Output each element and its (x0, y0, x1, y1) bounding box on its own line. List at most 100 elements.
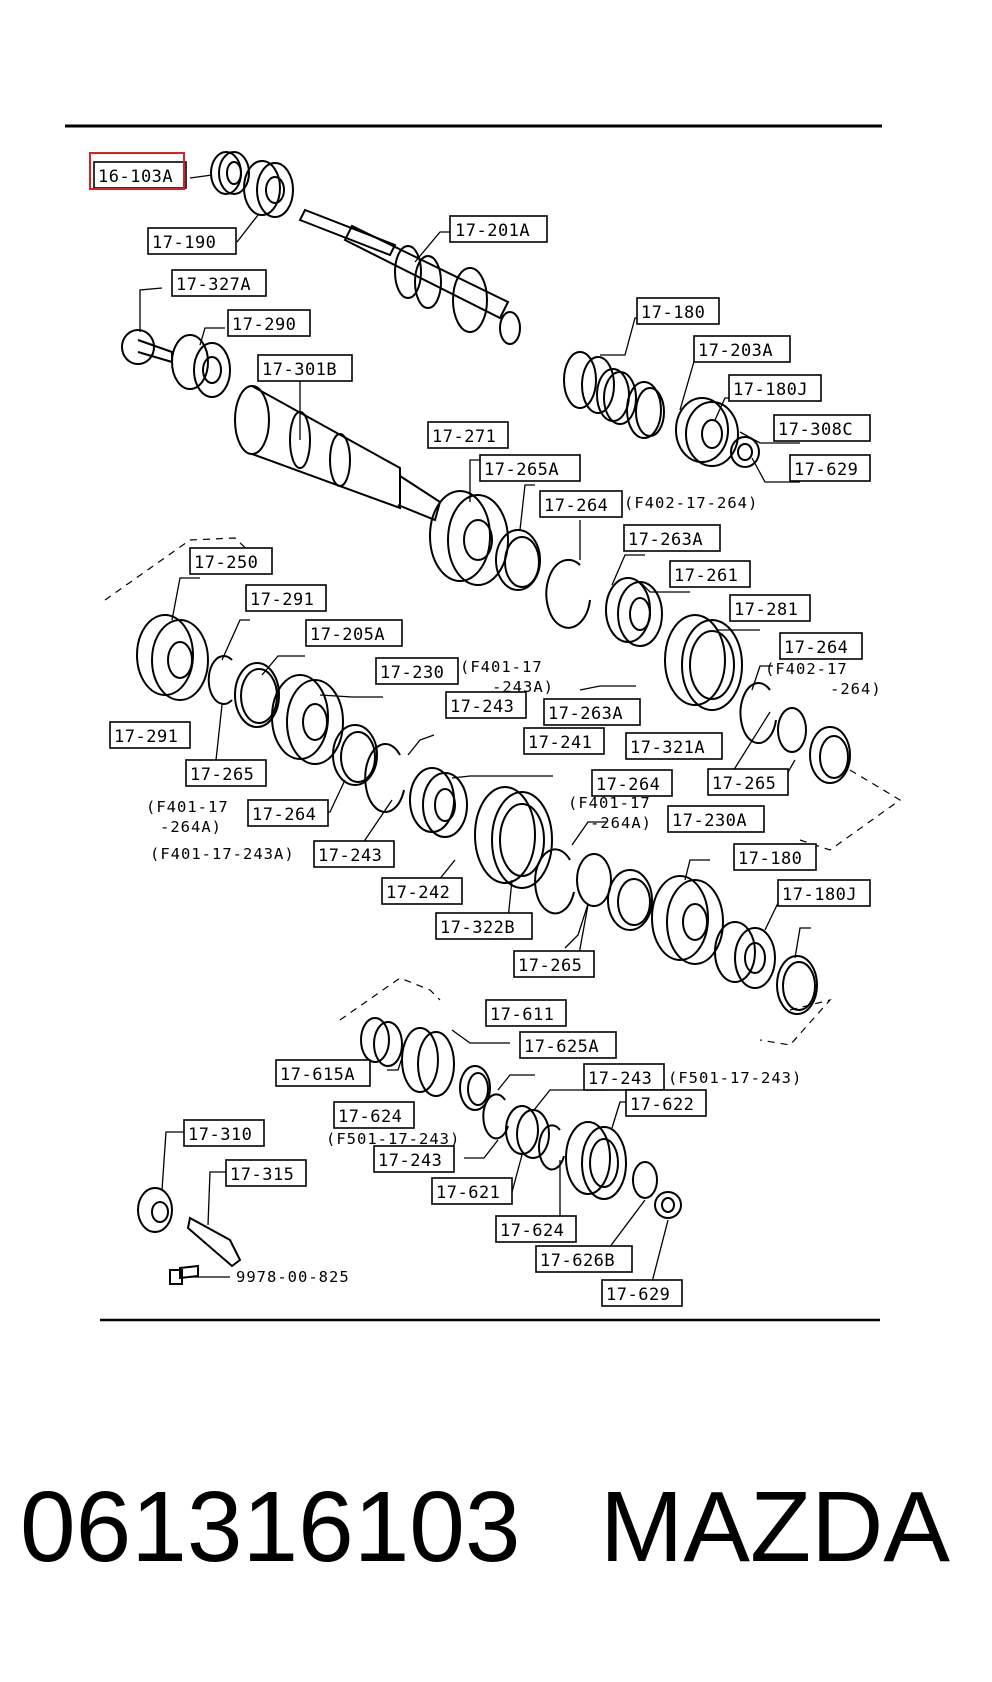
part-label-17-265-c: 17-265 (513, 950, 595, 978)
part-label-17-611: 17-611 (485, 999, 567, 1027)
label-17-321A: 17-321A (630, 738, 705, 758)
hub-17-621 (505, 1105, 550, 1159)
part-label-17-625A: 17-625A (519, 1031, 617, 1059)
bearing-17-180-bot (714, 921, 776, 989)
label-17-230A: 17-230A (672, 811, 747, 831)
note-f402-17-264-line1: (F402-17 (765, 660, 848, 678)
shaft-17-315 (186, 1216, 242, 1268)
part-label-17-230A: 17-230A (667, 805, 765, 833)
label-17-265-b: 17-265 (712, 774, 776, 794)
part-label-17-264-d: 17-264 (591, 769, 673, 797)
label-17-301B: 17-301B (262, 360, 337, 380)
label-17-327A: 17-327A (176, 275, 251, 295)
label-17-310: 17-310 (188, 1125, 252, 1145)
part-label-17-327A: 17-327A (171, 269, 267, 297)
label-17-250: 17-250 (194, 553, 258, 573)
part-label-17-281: 17-281 (729, 594, 811, 622)
label-17-322B: 17-322B (440, 918, 515, 938)
label-17-243-a: 17-243 (450, 697, 514, 717)
label-17-263A-top: 17-263A (628, 530, 703, 550)
synchro-ring-17-265-mid (607, 869, 653, 931)
snap-ring-17-291 (207, 655, 233, 705)
label-17-203A: 17-203A (698, 341, 773, 361)
label-17-271: 17-271 (432, 427, 496, 447)
synchro-ring-17-625A (459, 1065, 491, 1111)
highlight-box (89, 152, 185, 190)
label-17-611: 17-611 (490, 1005, 554, 1025)
snap-ring-17-180J-top (626, 381, 665, 439)
note-f401-17-264a-right-line1: (F401-17 (568, 794, 651, 812)
note-f401-17-243a: (F401-17-243A) (150, 845, 295, 863)
sleeve-17-622 (565, 1121, 627, 1200)
part-label-17-264-b: 17-264 (779, 632, 863, 660)
snap-ring-17-180J-bot (776, 955, 818, 1015)
bearing-17-290 (171, 334, 231, 398)
label-17-625A: 17-625A (524, 1037, 599, 1057)
part-label-17-621: 17-621 (431, 1177, 513, 1205)
bearing-race-16-103A (210, 151, 250, 195)
label-17-264-c: 17-264 (252, 805, 316, 825)
label-17-291-bot: 17-291 (114, 727, 178, 747)
part-label-17-315: 17-315 (225, 1159, 307, 1187)
label-17-241: 17-241 (528, 733, 592, 753)
part-label-17-205A: 17-205A (305, 619, 403, 647)
label-17-205A: 17-205A (310, 625, 385, 645)
label-17-626B: 17-626B (540, 1251, 615, 1271)
gear-17-250 (136, 614, 209, 701)
part-label-17-629-bot: 17-629 (601, 1279, 683, 1307)
note-f402-17-264: (F402-17-264) (624, 494, 758, 512)
bearing-17-190 (243, 160, 294, 218)
label-17-629-bot: 17-629 (606, 1285, 670, 1305)
part-label-17-626B: 17-626B (535, 1245, 633, 1273)
nut-17-629-top (730, 436, 760, 468)
sleeve-17-242 (474, 786, 553, 889)
bearing-17-615A (360, 1017, 403, 1067)
sleeve-17-281 (664, 614, 743, 711)
part-label-17-180J-top: 17-180J (728, 374, 822, 402)
note-f501-17-243-left: (F501-17-243) (326, 1130, 460, 1148)
parts-diagram: 16-103A 17-190 17-201A 17-327A 17-290 17… (65, 124, 902, 1322)
gear-17-310 (137, 1187, 173, 1233)
label-17-180-bot: 17-180 (738, 849, 802, 869)
note-f402-17-264-line2: -264) (830, 680, 882, 698)
part-label-17-622: 17-622 (625, 1089, 707, 1117)
part-label-17-203A: 17-203A (693, 335, 791, 363)
brand-name: MAZDA (600, 1471, 950, 1583)
label-17-624-a: 17-624 (338, 1107, 402, 1127)
part-label-17-290: 17-290 (227, 309, 311, 337)
label-17-180-top: 17-180 (641, 303, 705, 323)
note-f401-17-264a-right-line2: -264A) (590, 814, 652, 832)
bolt-9978-00-825 (169, 1264, 199, 1285)
label-17-264-d: 17-264 (596, 775, 660, 795)
note-f401-17-264a-left-line2: -264A) (160, 818, 222, 836)
ring-17-321A (777, 707, 807, 753)
part-label-17-180-top: 17-180 (636, 297, 720, 325)
gear-17-611 (401, 1027, 455, 1097)
hub-17-241 (409, 767, 468, 838)
shim-17-203A (596, 368, 637, 425)
label-17-180J-top: 17-180J (733, 380, 808, 400)
ring-17-205A (234, 662, 280, 728)
hub-17-261 (605, 577, 663, 647)
note-9978-00-825: 9978-00-825 (236, 1268, 350, 1286)
part-label-17-310: 17-310 (183, 1119, 265, 1147)
label-17-621: 17-621 (436, 1183, 500, 1203)
part-label-17-190: 17-190 (147, 227, 237, 255)
washer-17-626B (632, 1161, 658, 1199)
label-17-190: 17-190 (152, 233, 216, 253)
note-f501-17-243-right: (F501-17-243) (668, 1069, 802, 1087)
label-17-243-d: 17-243 (378, 1151, 442, 1171)
part-label-17-242: 17-242 (381, 877, 463, 905)
part-label-17-263A-bot: 17-263A (543, 698, 641, 726)
thrust-washer-17-327A (121, 329, 173, 365)
part-label-17-201A: 17-201A (449, 215, 548, 243)
spring-17-624 (482, 1093, 509, 1140)
part-label-17-624-b: 17-624 (495, 1215, 577, 1243)
note-f401-17-243a-line1: (F401-17 (460, 658, 543, 676)
label-17-308C: 17-308C (778, 420, 853, 440)
label-17-615A: 17-615A (280, 1065, 355, 1085)
label-17-629-top: 17-629 (794, 460, 858, 480)
part-label-17-629-top: 17-629 (789, 454, 871, 482)
part-label-17-180J-bot: 17-180J (777, 879, 871, 907)
label-17-281: 17-281 (734, 600, 798, 620)
